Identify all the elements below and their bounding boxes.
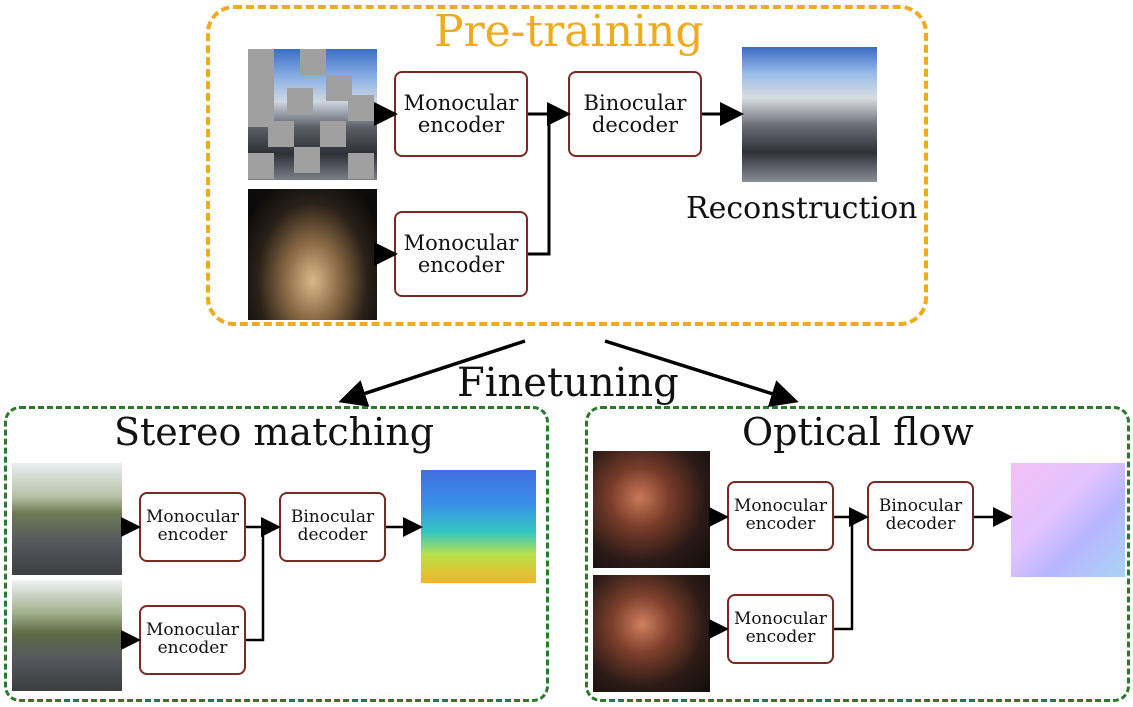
night-image (248, 189, 377, 320)
stereo-frame (4, 406, 549, 702)
stereo-left-image (12, 463, 122, 575)
flow-output-image (1011, 463, 1125, 577)
finetuning-title: Finetuning (457, 360, 679, 406)
flow-second-frame (593, 575, 710, 692)
stereo-title: Stereo matching (114, 410, 435, 454)
flow-first-frame (593, 451, 710, 568)
pretraining-title: Pre-training (434, 6, 704, 57)
flow-frame (585, 406, 1130, 702)
reconstruction-image (742, 47, 877, 182)
arrow-to-stereo (338, 339, 526, 407)
reconstruction-label: Reconstruction (686, 191, 918, 226)
connector-bottom-encoder (528, 114, 551, 256)
pretraining-frame (206, 5, 928, 326)
arrow-to-flow (604, 339, 799, 408)
connector-stereo-bottom (246, 527, 265, 642)
stereo-right-image (12, 580, 122, 691)
flow-title: Optical flow (742, 410, 974, 454)
connector-flow-bottom (834, 517, 854, 631)
disparity-image (421, 470, 536, 583)
masked-image (248, 49, 377, 180)
